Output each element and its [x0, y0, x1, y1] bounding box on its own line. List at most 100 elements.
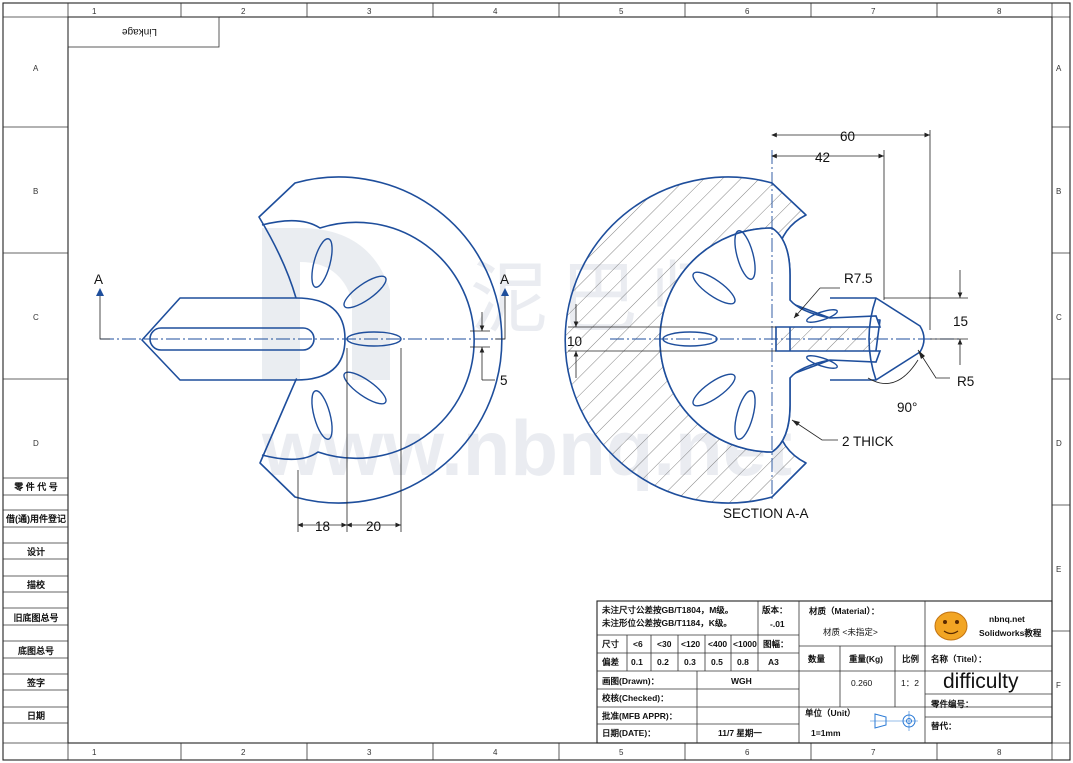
name-value: difficulty: [943, 670, 1019, 693]
col-label: 3: [367, 7, 372, 16]
row-label: F: [1056, 681, 1061, 690]
tol-note-1: 未注尺寸公差按GB/T1804，M级。: [601, 605, 733, 615]
inner-border: [67, 16, 1053, 744]
row-label: A: [33, 64, 39, 73]
dim-5: 5: [500, 373, 508, 388]
scale-label: 比例: [902, 654, 920, 664]
dim-60: 60: [840, 129, 855, 144]
dim-2-thick: 2 THICK: [842, 434, 894, 449]
row-label: A: [1056, 64, 1062, 73]
date-label: 日期(DATE)：: [602, 728, 656, 738]
side-label: 日期: [27, 710, 45, 721]
dim-42: 42: [815, 150, 830, 165]
dim-angle-90: 90°: [897, 400, 917, 415]
logo-site: nbnq.net: [989, 614, 1025, 624]
front-view: A A 5 18 20: [94, 176, 509, 534]
name-label: 名称（Titel）：: [931, 654, 987, 664]
weight-label: 重量(Kg): [849, 654, 883, 664]
material-label: 材质（Material）：: [808, 606, 879, 616]
material-value: 材质 <未指定>: [823, 627, 878, 637]
mirrored-title-text: Linkage: [122, 26, 157, 37]
dev-val: 0.2: [657, 657, 669, 667]
side-label: 借(通)用件登记: [5, 513, 66, 524]
column-labels: 1 2 3 4 5 6 7 8 1 2 3 4 5 6 7 8: [92, 7, 1002, 757]
row-label: E: [1056, 565, 1061, 574]
side-label: 描校: [27, 579, 46, 590]
row-labels: A B C D A B C D E F: [33, 64, 1062, 690]
size-col: <400: [708, 639, 727, 649]
logo-sub: Solidworks教程: [979, 628, 1042, 638]
col-label: 2: [241, 7, 246, 16]
section-view: 60 42 R7.5 15 10 R5 90° 2 THICK SECTION …: [564, 129, 974, 521]
drawn-value: WGH: [731, 676, 752, 686]
checked-label: 校核(Checked)：: [602, 693, 669, 703]
row-label: D: [1056, 439, 1062, 448]
side-label: 底图总号: [18, 645, 54, 656]
dev-val: 0.3: [684, 657, 696, 667]
row-label: B: [33, 187, 38, 196]
sheet-label: 图幅：: [763, 639, 789, 649]
mirrored-title-box: Linkage: [67, 16, 220, 48]
col-label: 6: [745, 748, 750, 757]
unit-value: 1=1mm: [811, 728, 841, 738]
col-label: 2: [241, 748, 246, 757]
dim-15: 15: [953, 314, 968, 329]
dim-18: 18: [315, 519, 330, 534]
scale-value: 1：2: [901, 678, 919, 688]
dev-val: 0.8: [737, 657, 749, 667]
col-label: 4: [493, 7, 498, 16]
column-zone-ticks: [180, 3, 938, 760]
side-label: 零 件 代 号: [13, 481, 58, 492]
dim-r7-5: R7.5: [844, 271, 873, 286]
sheet-value: A3: [768, 657, 779, 667]
dev-val: 0.1: [631, 657, 643, 667]
size-header: 尺寸: [601, 639, 620, 649]
tol-note-2: 未注形位公差按GB/T1184，K级。: [601, 618, 732, 628]
dim-20: 20: [366, 519, 381, 534]
col-label: 8: [997, 7, 1002, 16]
partno-label: 零件编号：: [930, 699, 974, 709]
replace-label: 替代：: [931, 721, 957, 731]
size-col: <30: [657, 639, 672, 649]
col-label: 6: [745, 7, 750, 16]
side-label: 签字: [26, 677, 45, 688]
version-value: -.01: [770, 619, 785, 629]
side-table: 零 件 代 号 借(通)用件登记 设计 描校 旧底图总号 底图总号 签字 日期: [3, 477, 68, 724]
drawn-label: 画图(Drawn)：: [602, 676, 659, 686]
section-mark-right: A: [500, 272, 509, 287]
dim-r5: R5: [957, 374, 974, 389]
dev-val: 0.5: [711, 657, 723, 667]
weight-value: 0.260: [851, 678, 873, 688]
col-label: 7: [871, 7, 876, 16]
col-label: 1: [92, 7, 97, 16]
col-label: 5: [619, 7, 624, 16]
projection-symbol-icon: [870, 711, 918, 731]
title-block: 未注尺寸公差按GB/T1804，M级。 未注形位公差按GB/T1184，K级。 …: [596, 600, 1053, 744]
section-label: SECTION A-A: [723, 506, 809, 521]
col-label: 4: [493, 748, 498, 757]
col-label: 1: [92, 748, 97, 757]
version-label: 版本：: [761, 605, 788, 615]
section-mark-left: A: [94, 272, 103, 287]
size-col: <120: [681, 639, 700, 649]
size-col: <6: [633, 639, 643, 649]
row-label: C: [1056, 313, 1062, 322]
row-zone-ticks: [3, 126, 1070, 632]
brand-logo: [934, 611, 968, 641]
col-label: 3: [367, 748, 372, 757]
unit-label: 单位（Unit）: [805, 708, 856, 718]
size-col: <1000: [733, 639, 757, 649]
date-value: 11/7 星期一: [718, 728, 762, 738]
col-label: 5: [619, 748, 624, 757]
row-label: D: [33, 439, 39, 448]
qty-label: 数量: [808, 654, 826, 664]
approved-label: 批准(MFB APPR)：: [602, 711, 677, 721]
col-label: 7: [871, 748, 876, 757]
side-label: 设计: [27, 546, 45, 557]
dev-header: 偏差: [602, 657, 620, 667]
row-label: B: [1056, 187, 1061, 196]
row-label: C: [33, 313, 39, 322]
dim-10: 10: [567, 334, 582, 349]
